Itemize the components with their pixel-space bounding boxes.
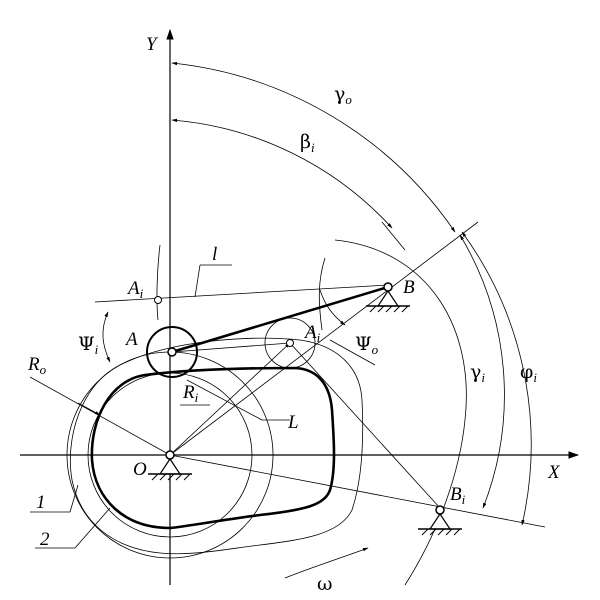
label-part-2: 2 [40, 529, 50, 550]
phi-i-arc [461, 231, 532, 526]
line-a-ai2 [171, 342, 291, 353]
hinge-origin [165, 450, 175, 460]
label-part-1: 1 [36, 492, 46, 513]
leader-part-2-b [74, 507, 111, 549]
beta-i-arc [171, 118, 393, 229]
label-point-a: A [124, 329, 138, 350]
hinge-b [383, 282, 393, 292]
hinge-bi [435, 505, 445, 515]
support-b [366, 289, 410, 313]
equidistant-profile [69, 337, 364, 555]
support-origin [148, 457, 192, 481]
label-phi-i: φi [520, 361, 537, 385]
label-point-ai2: Ai [303, 322, 321, 345]
radius-ri [169, 342, 291, 456]
leader-part-1-b [69, 484, 79, 513]
arc-around-b [334, 239, 467, 586]
roller-a [146, 326, 198, 378]
psi-o-leader [329, 339, 376, 366]
label-gamma-i: γi [470, 361, 485, 385]
radius-ro-arrow [77, 402, 101, 416]
ray-o-bi [169, 454, 546, 528]
arc-pivot-b-2 [318, 257, 326, 331]
label-length-l: l [212, 244, 217, 265]
label-x-axis: X [547, 462, 561, 483]
label-point-ai: Ai [126, 278, 144, 301]
line-big-l [186, 379, 263, 421]
cam-profile [90, 366, 336, 530]
rocker-line-ai-b [94, 284, 389, 303]
point-ai [154, 296, 162, 304]
label-point-b: B [403, 277, 415, 298]
label-length-big-l: L [287, 412, 299, 433]
point-ai2 [286, 339, 294, 347]
label-omega: ω [317, 573, 333, 595]
radius-ro [29, 376, 171, 456]
psi-i-arc [102, 311, 111, 363]
rocker-arm [171, 285, 389, 354]
label-origin: O [133, 459, 147, 480]
arc-pivot-b-1 [156, 244, 161, 321]
roller-ai2 [264, 317, 316, 369]
psi-o-arc [319, 289, 346, 326]
label-r-i: Ri [182, 382, 199, 405]
leader-l-2 [194, 264, 201, 298]
label-psi-i: Ψi [78, 333, 99, 357]
line-ai2-bi [289, 342, 441, 509]
label-r-o: Ro [27, 354, 47, 377]
ray-o-upper [169, 221, 479, 456]
label-gamma-o: γo [334, 83, 352, 107]
label-y-axis: Y [146, 34, 159, 55]
label-psi-o: Ψo [355, 333, 379, 357]
beta-tick [381, 221, 406, 251]
hinge-a [167, 347, 177, 357]
gamma-o-arc [171, 61, 456, 233]
label-beta-i: βi [300, 131, 315, 155]
omega-arrow [284, 547, 369, 579]
support-bi [418, 512, 462, 536]
label-point-bi: Bi [450, 484, 466, 507]
